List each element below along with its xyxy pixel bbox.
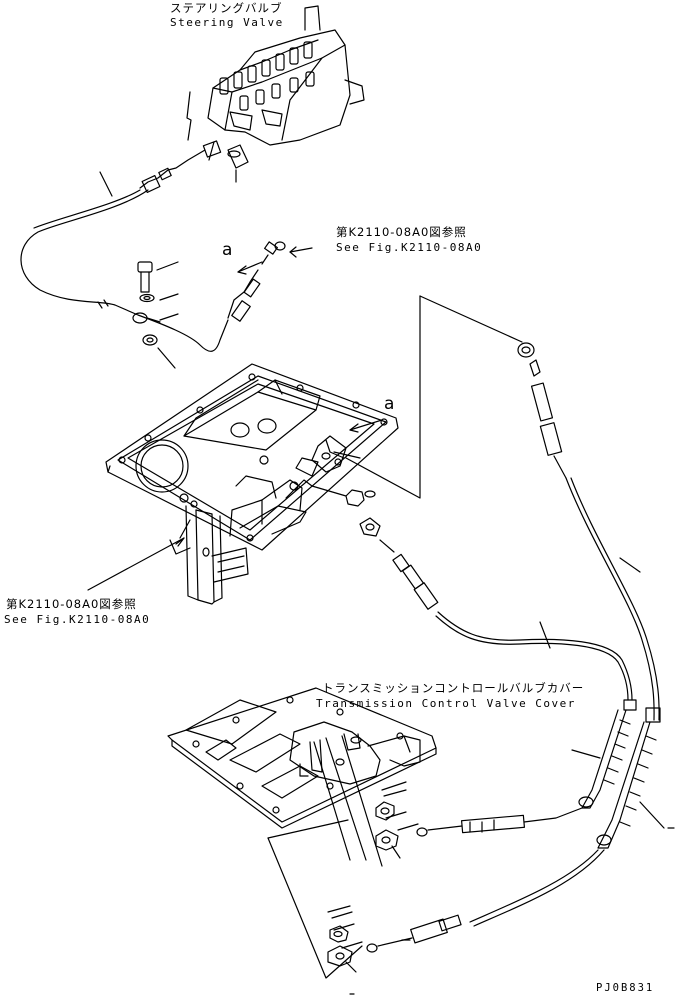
steering-valve-label-jp: ステアリングバルブ — [170, 1, 283, 15]
control-stand-plate — [105, 363, 399, 605]
stand-hardware — [311, 451, 381, 537]
figure-code: PJ0B831 — [596, 982, 655, 994]
transmission-control-valve-cover — [167, 687, 437, 829]
reference-label-left-en: See Fig.K2110-08A0 — [4, 613, 151, 626]
middle-control-cable — [379, 539, 637, 837]
steering-valve-label-en: Steering Valve — [170, 16, 284, 29]
tcv-hardware — [267, 735, 419, 995]
reference-label-left-jp: 第K2110-08A0図参照 — [6, 597, 137, 611]
leader-lines — [87, 419, 383, 591]
callout-a-top: a — [222, 240, 233, 260]
tcv-cover-label-jp: トランスミッションコントロールバルブカバー — [322, 681, 585, 695]
reference-label-top-jp: 第K2110-08A0図参照 — [336, 225, 467, 239]
callout-a-mid: a — [384, 394, 395, 414]
tcv-cover-label-en: Transmission Control Valve Cover — [316, 697, 576, 710]
steering-valve-assembly — [207, 5, 365, 146]
cable-end-fitting — [227, 241, 313, 322]
cable-clevis-top — [186, 91, 249, 183]
bolt-washer-clamp-stack — [132, 261, 179, 369]
reference-label-top-en: See Fig.K2110-08A0 — [336, 241, 483, 254]
upper-control-cable — [20, 149, 229, 352]
long-control-cable — [345, 295, 675, 953]
